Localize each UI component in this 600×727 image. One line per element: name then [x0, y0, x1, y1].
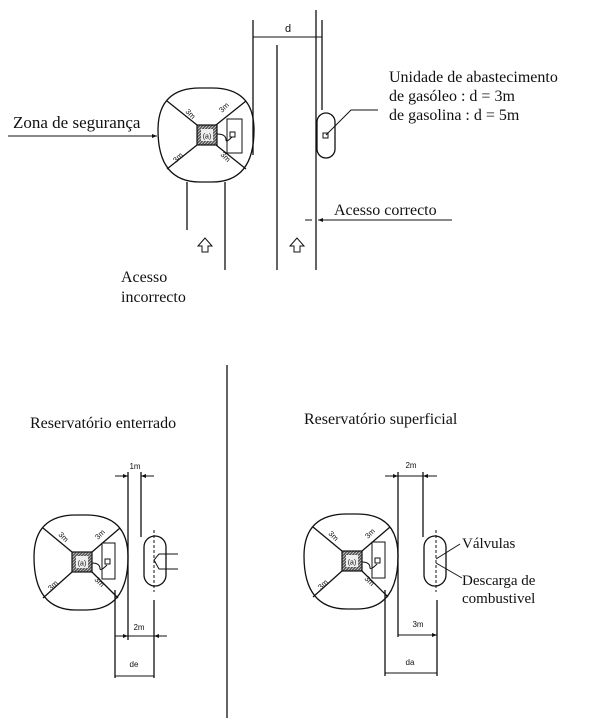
- tank-label: (a): [203, 134, 212, 141]
- pump-box: [371, 541, 386, 579]
- buried-title: Reservatório enterrado: [30, 415, 176, 432]
- safety-zone-top: (a) 3m 3m 3m 3m: [157, 87, 255, 183]
- d-label: d: [285, 23, 291, 35]
- zone-outline: [303, 513, 399, 610]
- surface-tank-diagram: Reservatório superficial (a) 3m 3m 3m 3m…: [303, 411, 536, 676]
- dim-bottom: da: [406, 658, 415, 667]
- zone-dim: 3m: [217, 101, 231, 115]
- zone-dim: 3m: [171, 151, 185, 165]
- dim-mid: 2m: [133, 623, 144, 632]
- zone-dim: 3m: [93, 528, 107, 542]
- zone-outline: [33, 514, 129, 611]
- correct-label: Acesso correcto: [334, 202, 437, 219]
- tank-outlet: [143, 535, 167, 587]
- tank-label: (a): [78, 561, 87, 568]
- dim-bottom: de: [130, 660, 139, 669]
- zone-dim: 3m: [184, 107, 198, 121]
- unit-line-1: de gasóleo : d = 3m: [389, 88, 515, 105]
- zone-dim: 3m: [363, 574, 377, 588]
- discharge-label-2: combustivel: [462, 591, 535, 607]
- pump-box: [226, 118, 243, 154]
- dispenser-unit: [316, 112, 336, 159]
- up-arrow-icon: [196, 237, 214, 253]
- discharge-leader: [435, 562, 463, 579]
- zone-dim: 3m: [316, 578, 330, 592]
- pump-box: [101, 542, 116, 580]
- buried-tank-diagram: Reservatório enterrado (a) 3m 3m 3m 3m 1…: [30, 415, 178, 678]
- incorrect-label-1: Acesso: [121, 269, 167, 286]
- tank-outlet: [423, 535, 447, 587]
- zone-dim: 3m: [93, 575, 107, 589]
- dim-top: 1m: [129, 462, 140, 471]
- valve-leader: [435, 543, 461, 560]
- dim-mid: 3m: [412, 620, 423, 629]
- leader-line: [325, 109, 378, 136]
- zone-dim: 3m: [219, 150, 233, 164]
- discharge-label-1: Descarga de: [462, 573, 536, 589]
- dim-top: 2m: [405, 461, 416, 470]
- zone-outline: [157, 87, 255, 183]
- zona-label: Zona de segurança: [13, 113, 141, 132]
- incorrect-label-2: incorrecto: [121, 289, 186, 306]
- zone-dim: 3m: [363, 527, 377, 541]
- up-arrow-icon: [288, 237, 306, 253]
- valve-label: Válvulas: [462, 536, 515, 552]
- tank-label: (a): [348, 560, 357, 567]
- top-diagram: (a) 3m 3m 3m 3m Zona de segurança Acesso…: [8, 10, 558, 306]
- zone-dim: 3m: [46, 579, 60, 593]
- surface-title: Reservatório superficial: [304, 411, 458, 428]
- unit-line-2: de gasolina : d = 5m: [389, 107, 520, 124]
- unit-title: Unidade de abastecimento: [389, 69, 558, 86]
